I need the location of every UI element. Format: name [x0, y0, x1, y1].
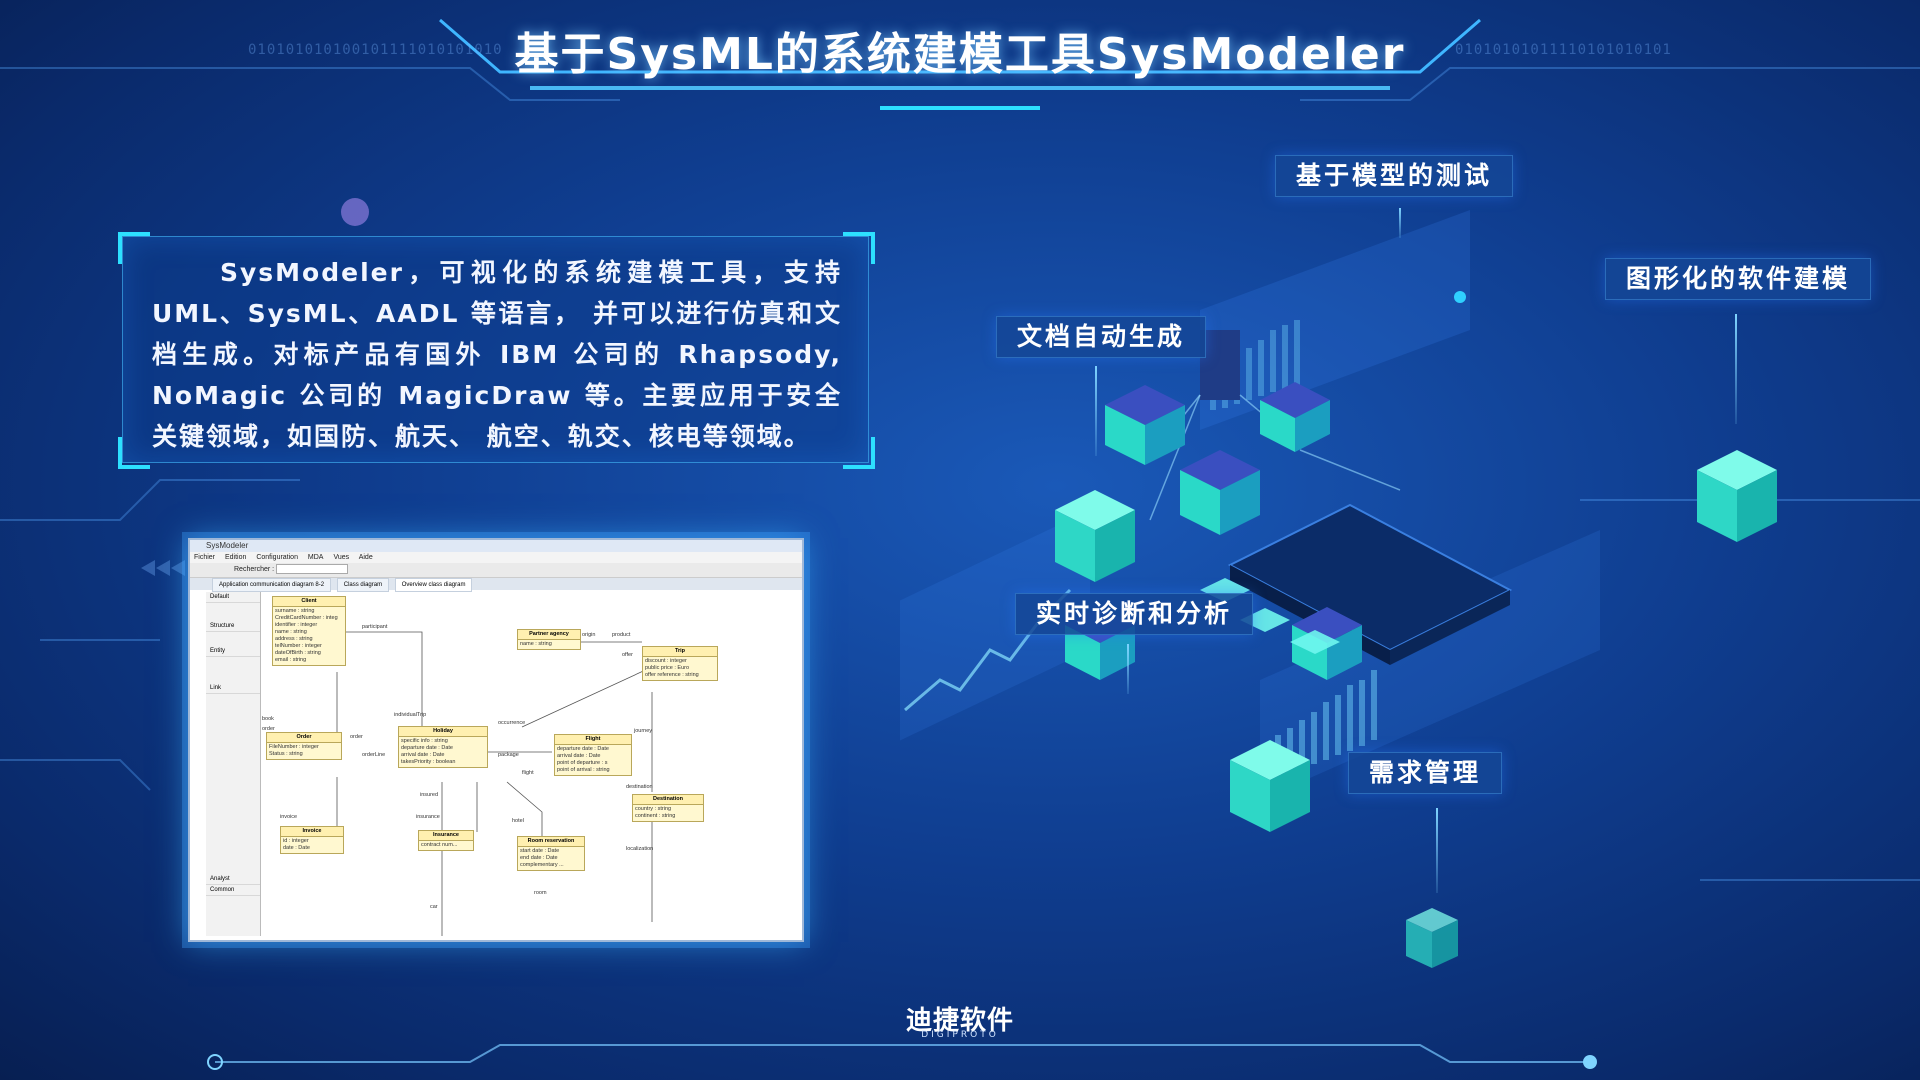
diagram-tabs: Application communication diagram 8-2 Cl… [190, 578, 802, 592]
tab-overview-class-diagram[interactable]: Overview class diagram [394, 578, 473, 592]
relation-label: order [262, 726, 275, 732]
menu-item[interactable]: Configuration [256, 554, 298, 561]
menu-item[interactable]: Edition [224, 554, 247, 561]
connector-diagnosis [1127, 644, 1129, 694]
relation-label: insured [420, 792, 439, 798]
cube-small [1406, 908, 1458, 968]
feature-model-based-testing: 基于模型的测试 [1275, 155, 1514, 197]
palette-entity[interactable]: Entity [206, 646, 260, 657]
relation-label: localization [626, 846, 654, 852]
window-title: SysModeler [190, 540, 802, 552]
palette-default[interactable]: Default [206, 592, 260, 603]
menu-item[interactable]: MDA [307, 554, 324, 561]
class-partner-agency[interactable]: Partner agency name : string [517, 629, 581, 650]
connector-graphical-modeling [1735, 314, 1737, 424]
relation-label: destination [626, 784, 653, 790]
sysmodeler-screenshot: SysModeler Fichier Edition Configuration… [188, 538, 804, 942]
relation-label: orderLine [362, 752, 386, 758]
feature-document-generation: 文档自动生成 [996, 316, 1207, 358]
description-text: SysModeler，可视化的系统建模工具，支持 UML、SysML、AADL … [152, 258, 842, 451]
cube-modeling [1697, 450, 1777, 542]
palette-link[interactable]: Link [206, 683, 260, 694]
relation-label: car [430, 904, 438, 910]
feature-graphical-software-modeling: 图形化的软件建模 [1605, 258, 1872, 300]
relation-label: flight [522, 770, 534, 776]
search-label: Rechercher : [234, 566, 275, 573]
page-title: 基于SysML的系统建模工具SysModeler [514, 29, 1406, 80]
menu-item[interactable]: Fichier [194, 554, 216, 561]
description-panel [122, 236, 869, 463]
tab-class-diagram[interactable]: Class diagram [336, 578, 390, 592]
relation-label: hotel [512, 818, 524, 824]
relation-label: offer [622, 652, 633, 658]
relation-label: invoice [280, 814, 298, 820]
binary-decoration-left: 010101010100101111010101010 [248, 42, 503, 58]
relation-label: journey [634, 728, 653, 734]
menu-item[interactable]: Vues [333, 554, 350, 561]
feature-requirements-management: 需求管理 [1348, 752, 1503, 794]
company-logo-sub: DIGIPROTO [921, 1030, 999, 1040]
feature-realtime-diagnosis: 实时诊断和分析 [1015, 593, 1254, 635]
palette-common[interactable]: Common [206, 885, 260, 896]
relation-label: package [498, 752, 519, 758]
tab-app-communication[interactable]: Application communication diagram 8-2 [212, 578, 332, 592]
company-logo: 迪捷软件 [905, 1006, 1014, 1036]
cube-doc [1055, 490, 1135, 582]
menu-bar: Fichier Edition Configuration MDA Vues A… [190, 552, 802, 563]
relation-label: insurance [416, 814, 440, 820]
panel-corner-br [843, 437, 875, 469]
relation-label: origin [582, 632, 596, 638]
relation-label: occurrence [498, 720, 526, 726]
palette-analyst[interactable]: Analyst [206, 874, 260, 885]
relation-label: order [350, 734, 363, 740]
relation-label: participant [362, 624, 388, 630]
connector-doc-generation [1095, 366, 1097, 456]
tool-palette: Default Structure Entity Link Analyst Co… [206, 592, 261, 936]
cube-requirements [1230, 740, 1310, 832]
relation-label: book [262, 716, 274, 722]
search-input[interactable] [276, 564, 349, 575]
panel-corner-bl [118, 437, 150, 469]
binary-decoration-right: 01010101011110101010101 [1455, 42, 1672, 58]
panel-corner-tl [118, 232, 150, 264]
relation-label: individualTrip [394, 712, 427, 718]
menu-item[interactable]: Aide [358, 554, 373, 561]
chart-panel-top [1200, 210, 1470, 430]
class-insurance[interactable]: Insurance contract num... [418, 830, 474, 851]
panel-corner-tr [843, 232, 875, 264]
palette-structure[interactable]: Structure [206, 621, 260, 632]
connector-requirements [1436, 808, 1438, 893]
relation-label: product [612, 632, 631, 638]
toolbar: Rechercher : [190, 563, 802, 578]
relation-label: room [534, 890, 547, 896]
connector-model-testing [1399, 208, 1401, 238]
